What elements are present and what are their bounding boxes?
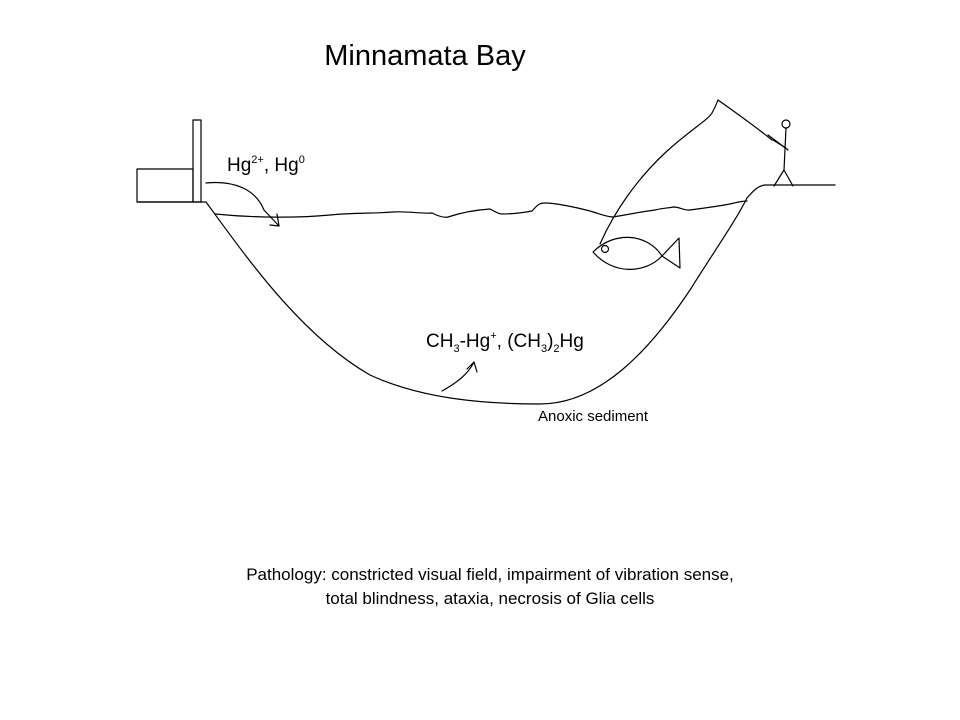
fish xyxy=(592,236,681,270)
sediment-label: Anoxic sediment xyxy=(538,408,649,425)
factory xyxy=(136,119,207,203)
fish-tail xyxy=(661,237,681,269)
right-shore-line xyxy=(746,184,836,199)
fishing-line xyxy=(599,99,773,245)
diagram-title: Minnamata Bay xyxy=(324,40,526,72)
fisherman xyxy=(767,119,794,187)
fishing-rod xyxy=(767,134,789,151)
pathology-text: Pathology: constricted visual field, imp… xyxy=(0,563,960,611)
fisherman-head xyxy=(781,119,791,129)
bay-basin-outline xyxy=(205,197,748,405)
factory-building xyxy=(136,168,194,203)
pathology-line-1: Pathology: constricted visual field, imp… xyxy=(246,565,734,584)
fish-body xyxy=(592,236,663,270)
inorganic-mercury-label: Hg2+, Hg0 xyxy=(227,154,305,176)
fish-eye xyxy=(600,244,610,254)
water-surface xyxy=(214,200,748,218)
methylmercury-label: CH3-Hg+, (CH3)2Hg xyxy=(426,330,584,355)
discharge-arrow xyxy=(205,181,280,227)
factory-chimney xyxy=(192,119,202,203)
discharge-arrow-head xyxy=(269,213,280,227)
fisherman-legs xyxy=(773,169,794,187)
fisherman-body xyxy=(783,127,787,171)
methylation-arrow-head xyxy=(466,361,478,373)
methylation-arrow xyxy=(441,361,475,392)
pathology-line-2: total blindness, ataxia, necrosis of Gli… xyxy=(325,589,655,608)
